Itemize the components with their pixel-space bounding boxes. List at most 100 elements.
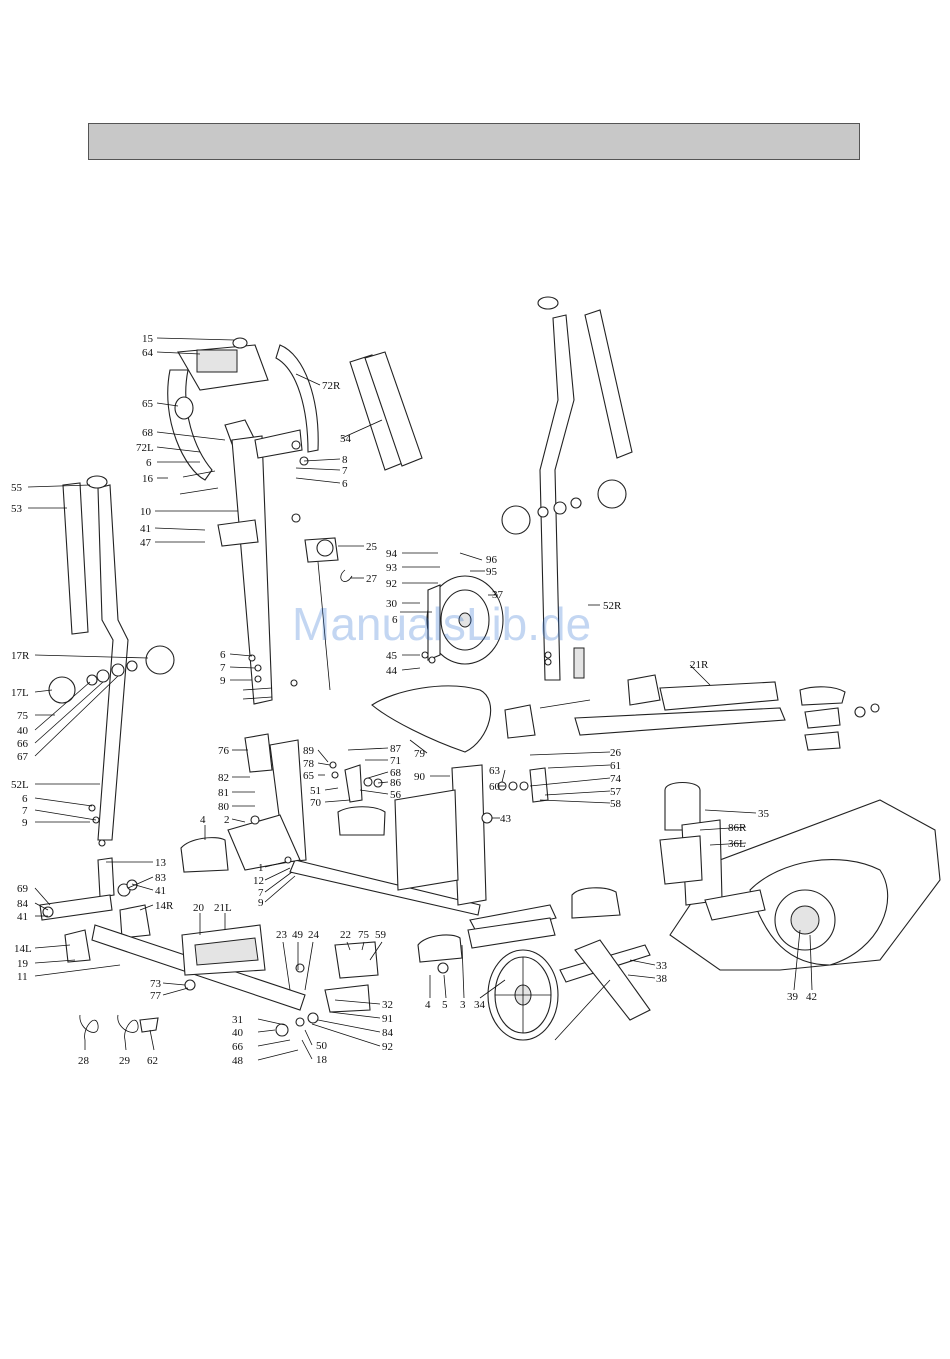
part-label: 87 [390,743,402,755]
part-label: 57 [610,786,622,798]
part-label: 48 [232,1055,244,1067]
part-label: 79 [414,748,426,760]
part-label: 78 [303,758,315,770]
part-label: 30 [386,598,398,610]
part-label: 20 [193,902,205,914]
part-label: 92 [386,578,397,590]
part-label: 2 [224,814,230,826]
part-label: 42 [806,991,817,1003]
part-label: 4 [200,814,206,826]
crank-small-parts [329,761,549,803]
part-label: 41 [140,523,151,535]
part-label: 53 [11,503,23,515]
part-label: 15 [142,333,154,345]
part-label: 4 [425,999,431,1011]
part-label: 61 [610,760,621,772]
part-label: 6 [220,649,226,661]
part-label: 6 [342,478,348,490]
part-label: 5 [442,999,448,1011]
part-label: 17L [11,687,29,699]
part-label: 6 [392,614,398,626]
part-label: 70 [310,797,322,809]
part-label: 34 [474,999,486,1011]
part-label: 62 [147,1055,158,1067]
drive-belt [371,685,492,753]
part-label: 8 [342,454,348,466]
part-label: 93 [386,562,398,574]
part-label: 29 [119,1055,131,1067]
part-label: 75 [358,929,370,941]
part-label: 60 [489,781,501,793]
part-label: 71 [390,755,401,767]
part-label: 12 [253,875,264,887]
part-label: 72L [136,442,154,454]
part-label: 14L [14,943,32,955]
part-label: 6 [22,793,28,805]
part-label: 86R [728,822,747,834]
part-label: 11 [17,971,28,983]
part-label: 23 [276,929,288,941]
part-label: 41 [17,911,28,923]
part-label: 52R [603,600,622,612]
part-label: 92 [382,1041,393,1053]
part-label: 94 [386,548,398,560]
part-label: 51 [310,785,321,797]
crank-disc [417,917,651,1041]
part-label: 55 [11,482,23,494]
part-label: 7 [342,465,348,477]
part-label: 82 [218,772,229,784]
right-pedal-bar [504,674,880,751]
leader-lines [27,337,813,1061]
part-label: 37 [492,589,504,601]
part-label: 59 [375,929,387,941]
console-assembly [167,337,319,705]
foam-grips [349,351,423,471]
part-label: 96 [486,554,498,566]
part-label: 1 [258,862,264,874]
header-bar [88,123,860,160]
part-label: 32 [382,999,393,1011]
part-label: 31 [232,1014,243,1026]
part-label: 68 [390,767,402,779]
part-label: 56 [390,789,402,801]
part-label: 65 [142,398,154,410]
rear-cover [659,781,941,971]
part-label: 41 [155,885,166,897]
part-label: 44 [386,665,398,677]
part-labels: 15 64 72R 65 68 72L 6 16 8 7 6 54 55 53 … [11,333,817,1067]
part-label: 28 [78,1055,90,1067]
part-label: 7 [22,805,28,817]
part-label: 16 [142,473,154,485]
part-label: 63 [489,765,501,777]
part-label: 26 [610,747,622,759]
tension-knob [304,537,353,691]
part-label: 72R [322,380,341,392]
part-label: 43 [500,813,512,825]
part-label: 95 [486,566,498,578]
part-label: 74 [610,773,622,785]
part-label: 77 [150,990,162,1002]
part-label: 40 [232,1027,244,1039]
right-arm-assembly [501,296,633,681]
part-label: 84 [382,1027,394,1039]
part-label: 35 [758,808,770,820]
part-label: 49 [292,929,304,941]
flywheel [400,575,504,665]
part-label: 21L [214,902,232,914]
part-label: 17R [11,650,30,662]
part-label: 13 [155,857,167,869]
part-label: 45 [386,650,398,662]
part-label: 47 [140,537,152,549]
part-label: 67 [17,751,29,763]
part-label: 22 [340,929,351,941]
part-label: 86 [390,777,402,789]
part-label: 9 [22,817,28,829]
part-label: 9 [258,897,264,909]
part-label: 25 [366,541,378,553]
part-label: 68 [142,427,154,439]
part-label: 66 [232,1041,244,1053]
watermark: ManualsLib.de [292,598,591,650]
part-label: 50 [316,1040,328,1052]
part-label: 66 [17,738,29,750]
